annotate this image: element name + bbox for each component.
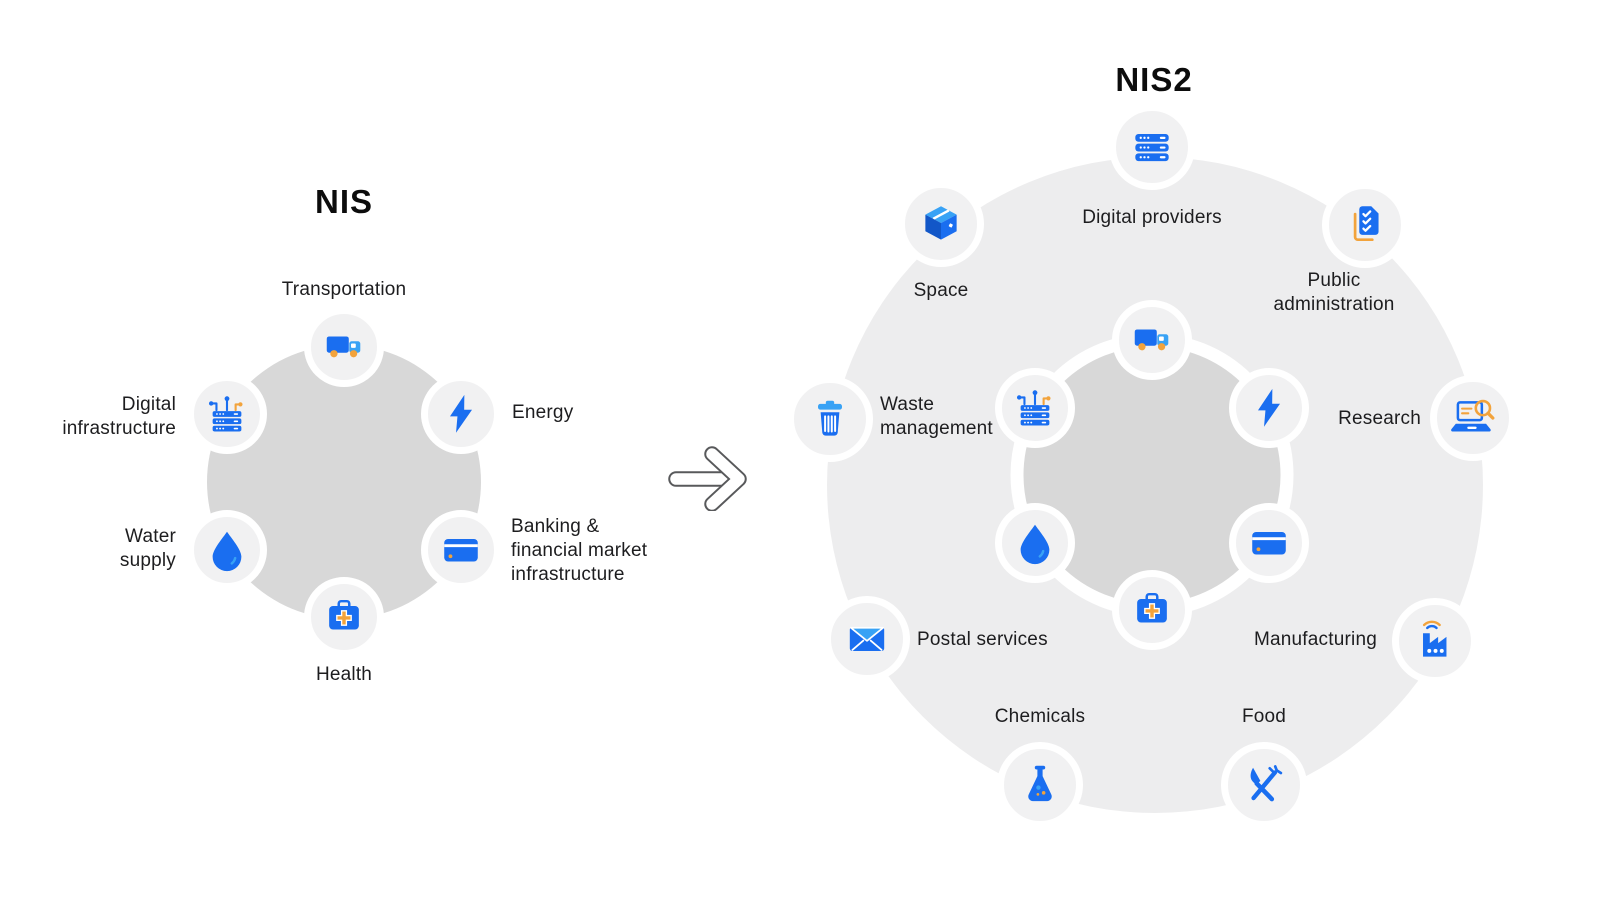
sector-chip-waste-management <box>787 376 873 462</box>
truck-icon <box>1129 317 1175 363</box>
label-public-administration: Public administration <box>1273 270 1395 315</box>
credit-card-icon <box>438 527 484 573</box>
label-water-supply: Water supply <box>119 526 176 571</box>
label-health: Health <box>315 664 373 685</box>
label-food: Food <box>1241 706 1287 727</box>
water-drop-icon <box>204 527 250 573</box>
sector-chip-public-administration <box>1322 182 1408 268</box>
truck-icon <box>321 324 367 370</box>
first-aid-kit-icon <box>321 594 367 640</box>
water-drop-icon <box>1012 520 1058 566</box>
first-aid-kit-icon <box>1129 587 1175 633</box>
credit-card-icon <box>1246 520 1292 566</box>
lightning-icon <box>1246 385 1292 431</box>
label-research: Research <box>1338 408 1421 429</box>
label-space: Space <box>913 280 969 301</box>
label-transportation: Transportation <box>281 279 407 300</box>
label-digital-infrastructure: Digital infrastructure <box>62 394 176 439</box>
label-digital-providers: Digital providers <box>1082 207 1222 228</box>
sector-chip-food <box>1221 742 1307 828</box>
package-box-icon <box>916 199 966 249</box>
laptop-search-icon <box>1448 393 1498 443</box>
sector-chip-energy <box>421 374 501 454</box>
right-arrow-icon <box>666 441 758 512</box>
inner-chip-water-supply <box>995 503 1075 583</box>
sector-chip-water-supply <box>187 510 267 590</box>
sector-chip-transportation <box>304 307 384 387</box>
label-energy: Energy <box>512 402 574 423</box>
server-network-icon <box>1012 385 1058 431</box>
sector-chip-digital-providers <box>1109 104 1195 190</box>
label-waste-management: Waste management <box>880 394 993 439</box>
sector-chip-health <box>304 577 384 657</box>
inner-chip-transportation <box>1112 300 1192 380</box>
lightning-icon <box>438 391 484 437</box>
inner-chip-digital-infrastructure <box>995 368 1075 448</box>
inner-chip-energy <box>1229 368 1309 448</box>
label-manufacturing: Manufacturing <box>1253 629 1377 650</box>
sector-chip-banking <box>421 510 501 590</box>
server-network-icon <box>204 391 250 437</box>
inner-chip-health <box>1112 570 1192 650</box>
sector-chip-chemicals <box>997 742 1083 828</box>
flask-icon <box>1015 760 1065 810</box>
label-banking: Banking & financial market infrastructur… <box>511 516 648 585</box>
nis2-title: NIS2 <box>1115 61 1193 98</box>
sector-chip-manufacturing <box>1392 598 1478 684</box>
label-postal-services: Postal services <box>917 629 1048 650</box>
sector-chip-digital-infrastructure <box>187 374 267 454</box>
sector-chip-space <box>898 181 984 267</box>
nis-title: NIS <box>314 183 374 220</box>
cutlery-icon <box>1239 760 1289 810</box>
inner-chip-banking <box>1229 503 1309 583</box>
label-chemicals: Chemicals <box>994 706 1086 727</box>
trash-bin-icon <box>805 394 855 444</box>
sector-chip-research <box>1430 375 1516 461</box>
checklist-document-icon <box>1340 200 1390 250</box>
smart-factory-icon <box>1410 616 1460 666</box>
envelope-icon <box>842 614 892 664</box>
server-stack-icon <box>1127 122 1177 172</box>
sector-chip-postal-services <box>824 596 910 682</box>
